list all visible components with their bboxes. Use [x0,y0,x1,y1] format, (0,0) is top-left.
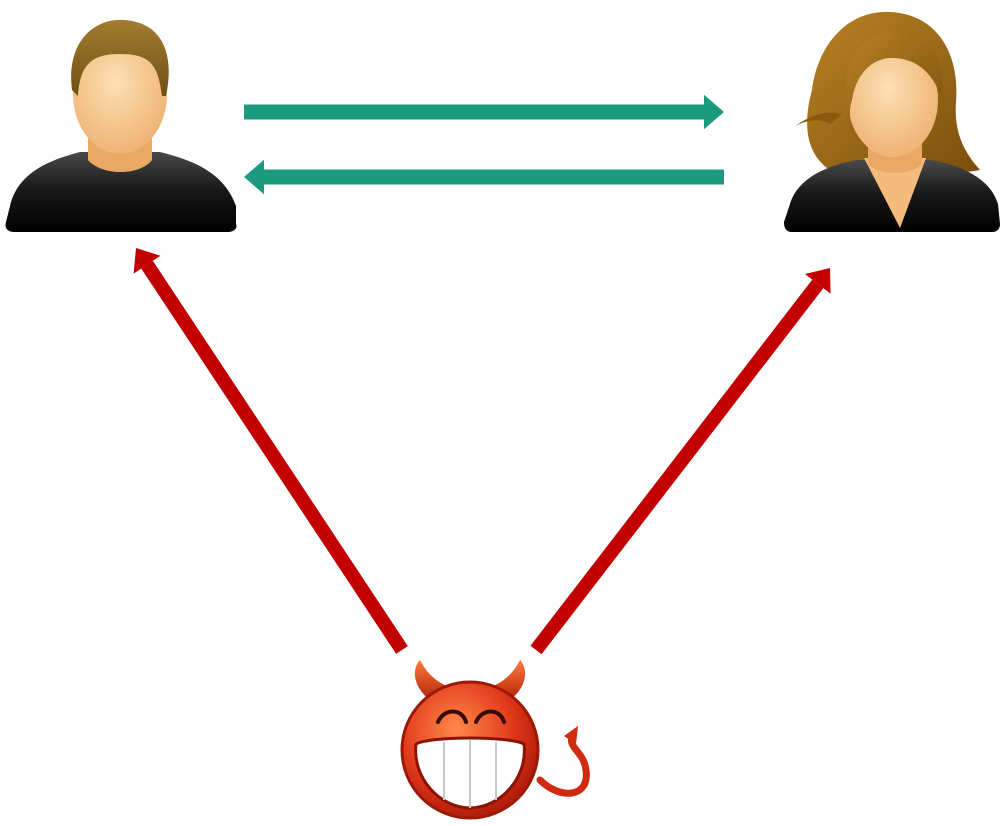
arrowhead-bob-to-alice [244,159,264,195]
female-user-icon [784,11,1000,232]
edge-attacker-to-bob [530,279,824,655]
arrowhead-attacker-to-alice [133,248,161,274]
devil-icon [400,660,590,820]
edge-attacker-to-alice [141,260,408,654]
arrowhead-alice-to-bob [704,94,724,130]
edges-layer [133,94,831,655]
arrowhead-attacker-to-bob [805,268,831,294]
male-user-icon [5,19,237,232]
